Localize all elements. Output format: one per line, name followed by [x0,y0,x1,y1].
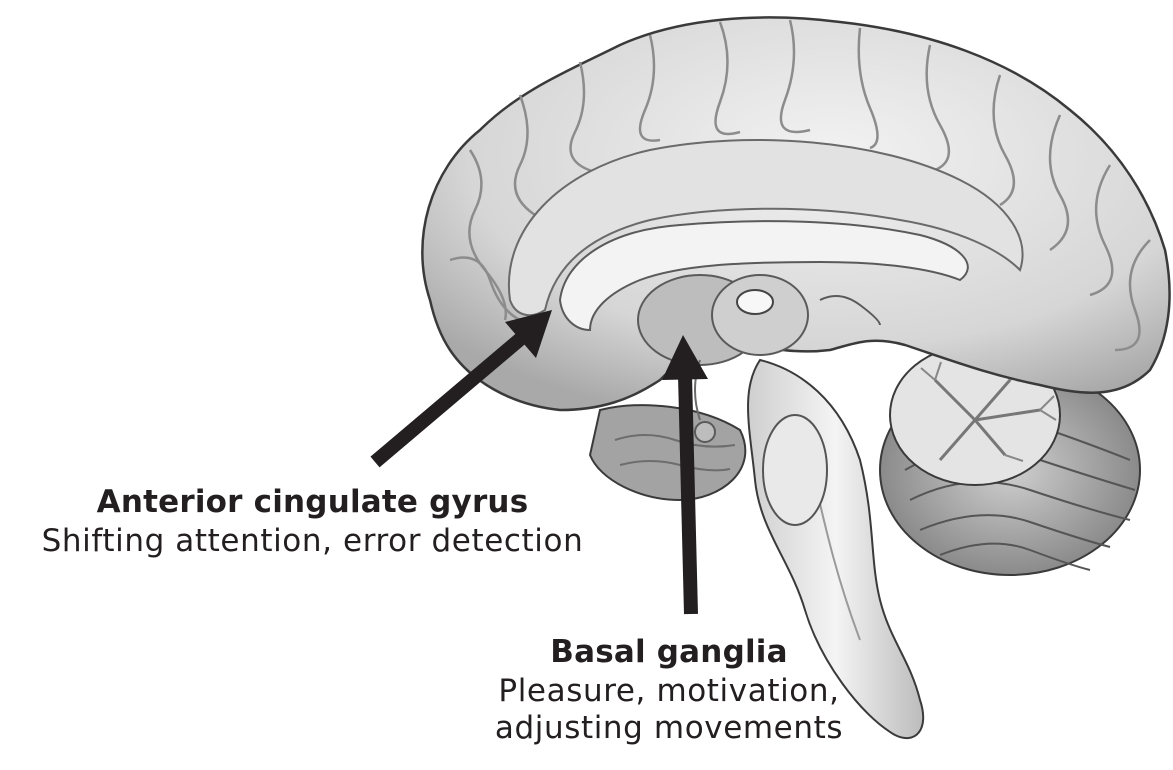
basal-ganglia-description-line2: adjusting movements [448,713,890,744]
basal-ganglia-title: Basal ganglia [448,637,890,668]
temporal-lobe [590,405,745,500]
basal-ganglia-label: Basal ganglia Pleasure, motivation, adju… [448,637,890,744]
anterior-cingulate-label: Anterior cingulate gyrus Shifting attent… [0,487,625,557]
anterior-cingulate-title: Anterior cingulate gyrus [0,487,625,518]
anterior-cingulate-description: Shifting attention, error detection [0,526,625,557]
basal-ganglia-description-line1: Pleasure, motivation, [448,676,890,707]
